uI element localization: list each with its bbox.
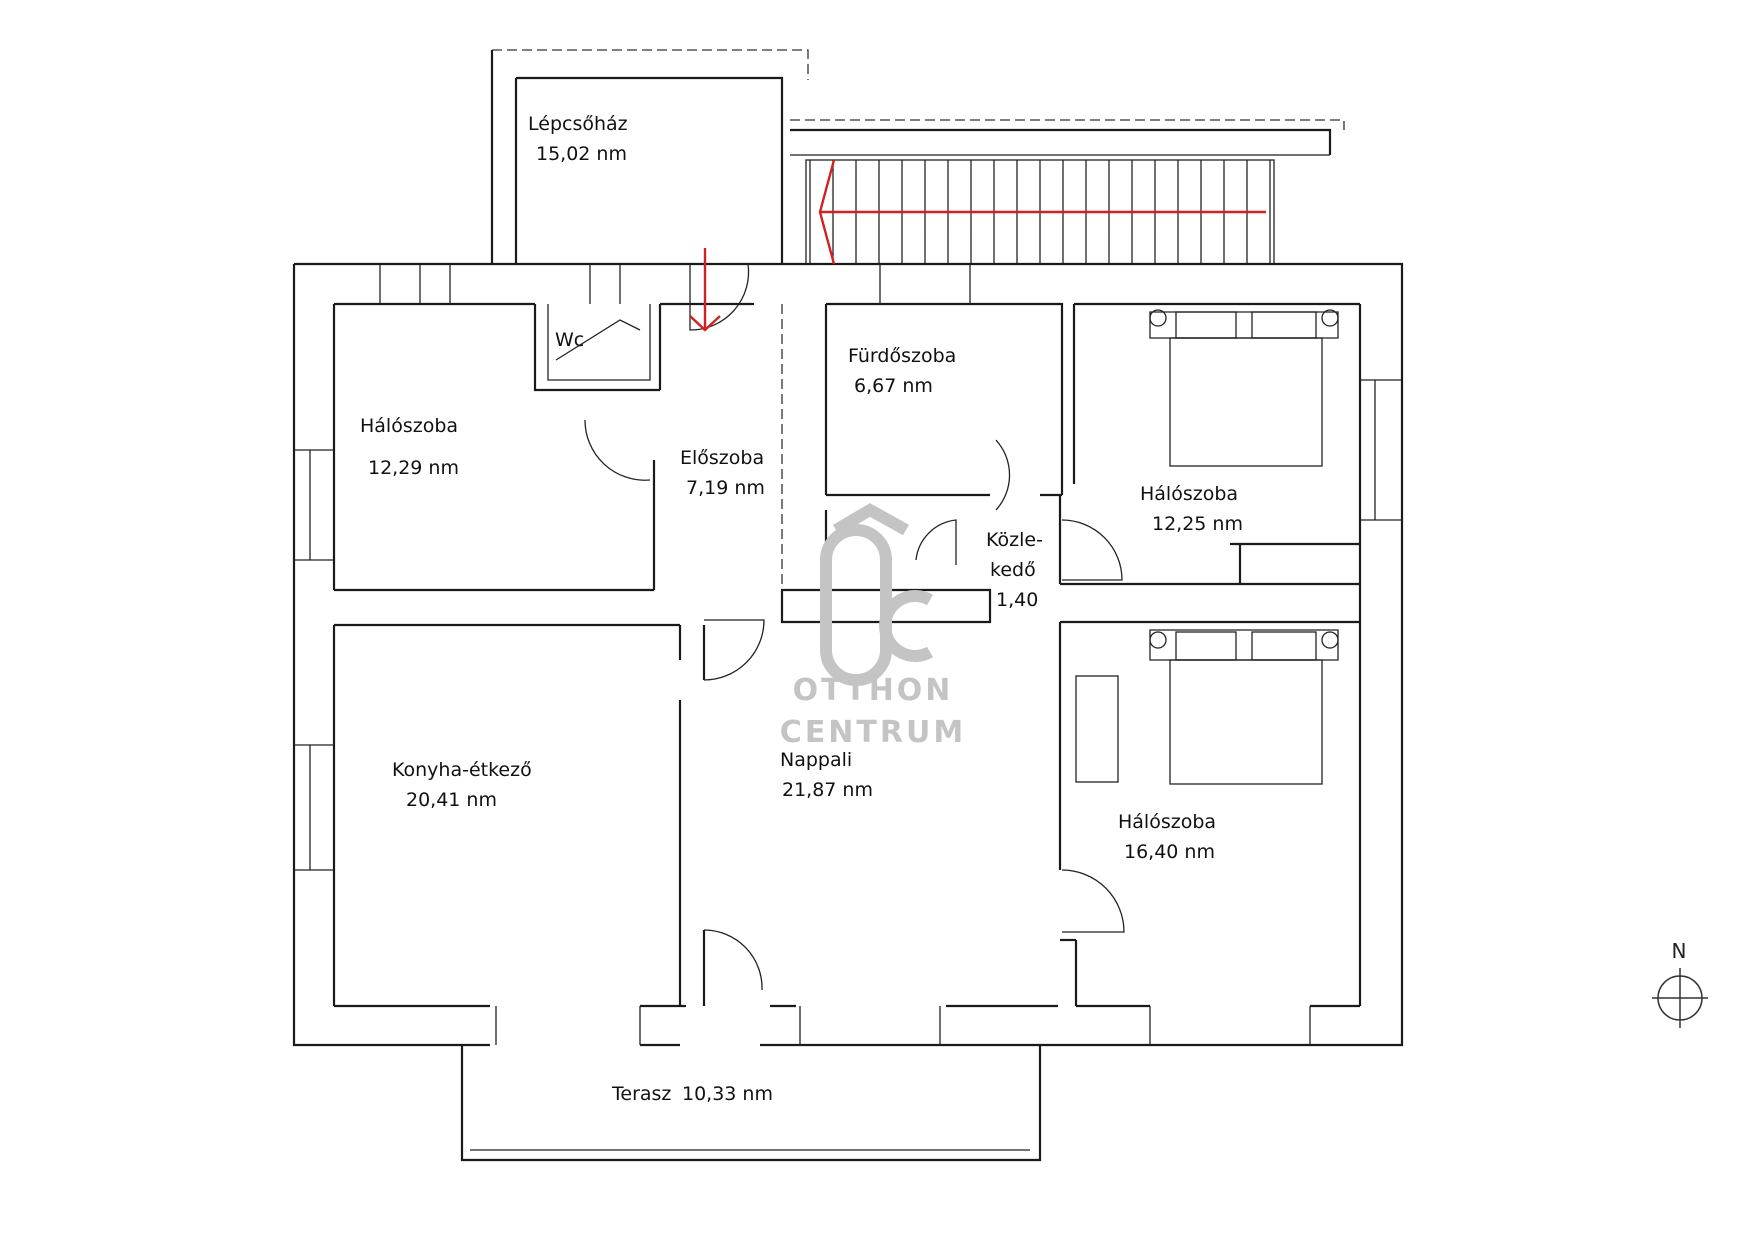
room-area-kozle: 1,40 — [996, 589, 1038, 611]
room-area-lepcsohaz: 15,02 nm — [536, 143, 627, 165]
room-name2-kozle: kedő — [990, 559, 1036, 581]
room-area-halo2: 12,25 nm — [1152, 513, 1243, 535]
watermark-line2: CENTRUM — [780, 715, 966, 750]
room-name-kozle: Közle- — [986, 529, 1043, 551]
bed-upper — [1149, 309, 1339, 467]
room-area-konyha: 20,41 nm — [406, 789, 497, 811]
stairwell-walls — [490, 49, 1345, 264]
doors — [555, 263, 1125, 991]
room-labels: Lépcsőház 15,02 nm Wc Hálószoba 12,29 nm… — [360, 113, 1243, 1105]
room-name-terasz: Terasz — [611, 1083, 671, 1105]
compass: N — [1652, 939, 1708, 1028]
interior-walls — [334, 302, 1360, 1006]
room-area-terasz: 10,33 nm — [682, 1083, 773, 1105]
room-area-nappali: 21,87 nm — [782, 779, 873, 801]
room-name-halo2: Hálószoba — [1140, 483, 1238, 505]
bed-lower — [1075, 629, 1339, 785]
windows — [294, 264, 1402, 1045]
room-name-lepcsohaz: Lépcsőház — [528, 113, 628, 135]
room-name-wc: Wc — [555, 329, 584, 351]
red-arrows — [689, 159, 1266, 332]
room-area-halo3: 16,40 nm — [1124, 841, 1215, 863]
room-area-furdo: 6,67 nm — [854, 375, 933, 397]
room-name-konyha: Konyha-étkező — [392, 759, 532, 781]
terrace — [460, 1045, 1042, 1162]
watermark-line1: OTTHON — [793, 673, 954, 708]
room-name-furdo: Fürdőszoba — [848, 345, 956, 367]
watermark-logo: OTTHON CENTRUM — [780, 503, 966, 750]
room-name-halo3: Hálószoba — [1118, 811, 1216, 833]
room-area-halo1: 12,29 nm — [368, 457, 459, 479]
room-name-halo1: Hálószoba — [360, 415, 458, 437]
room-name-eloszoba: Előszoba — [680, 447, 764, 469]
room-name-nappali: Nappali — [780, 749, 852, 771]
room-area-eloszoba: 7,19 nm — [686, 477, 765, 499]
compass-north-label: N — [1672, 939, 1687, 963]
